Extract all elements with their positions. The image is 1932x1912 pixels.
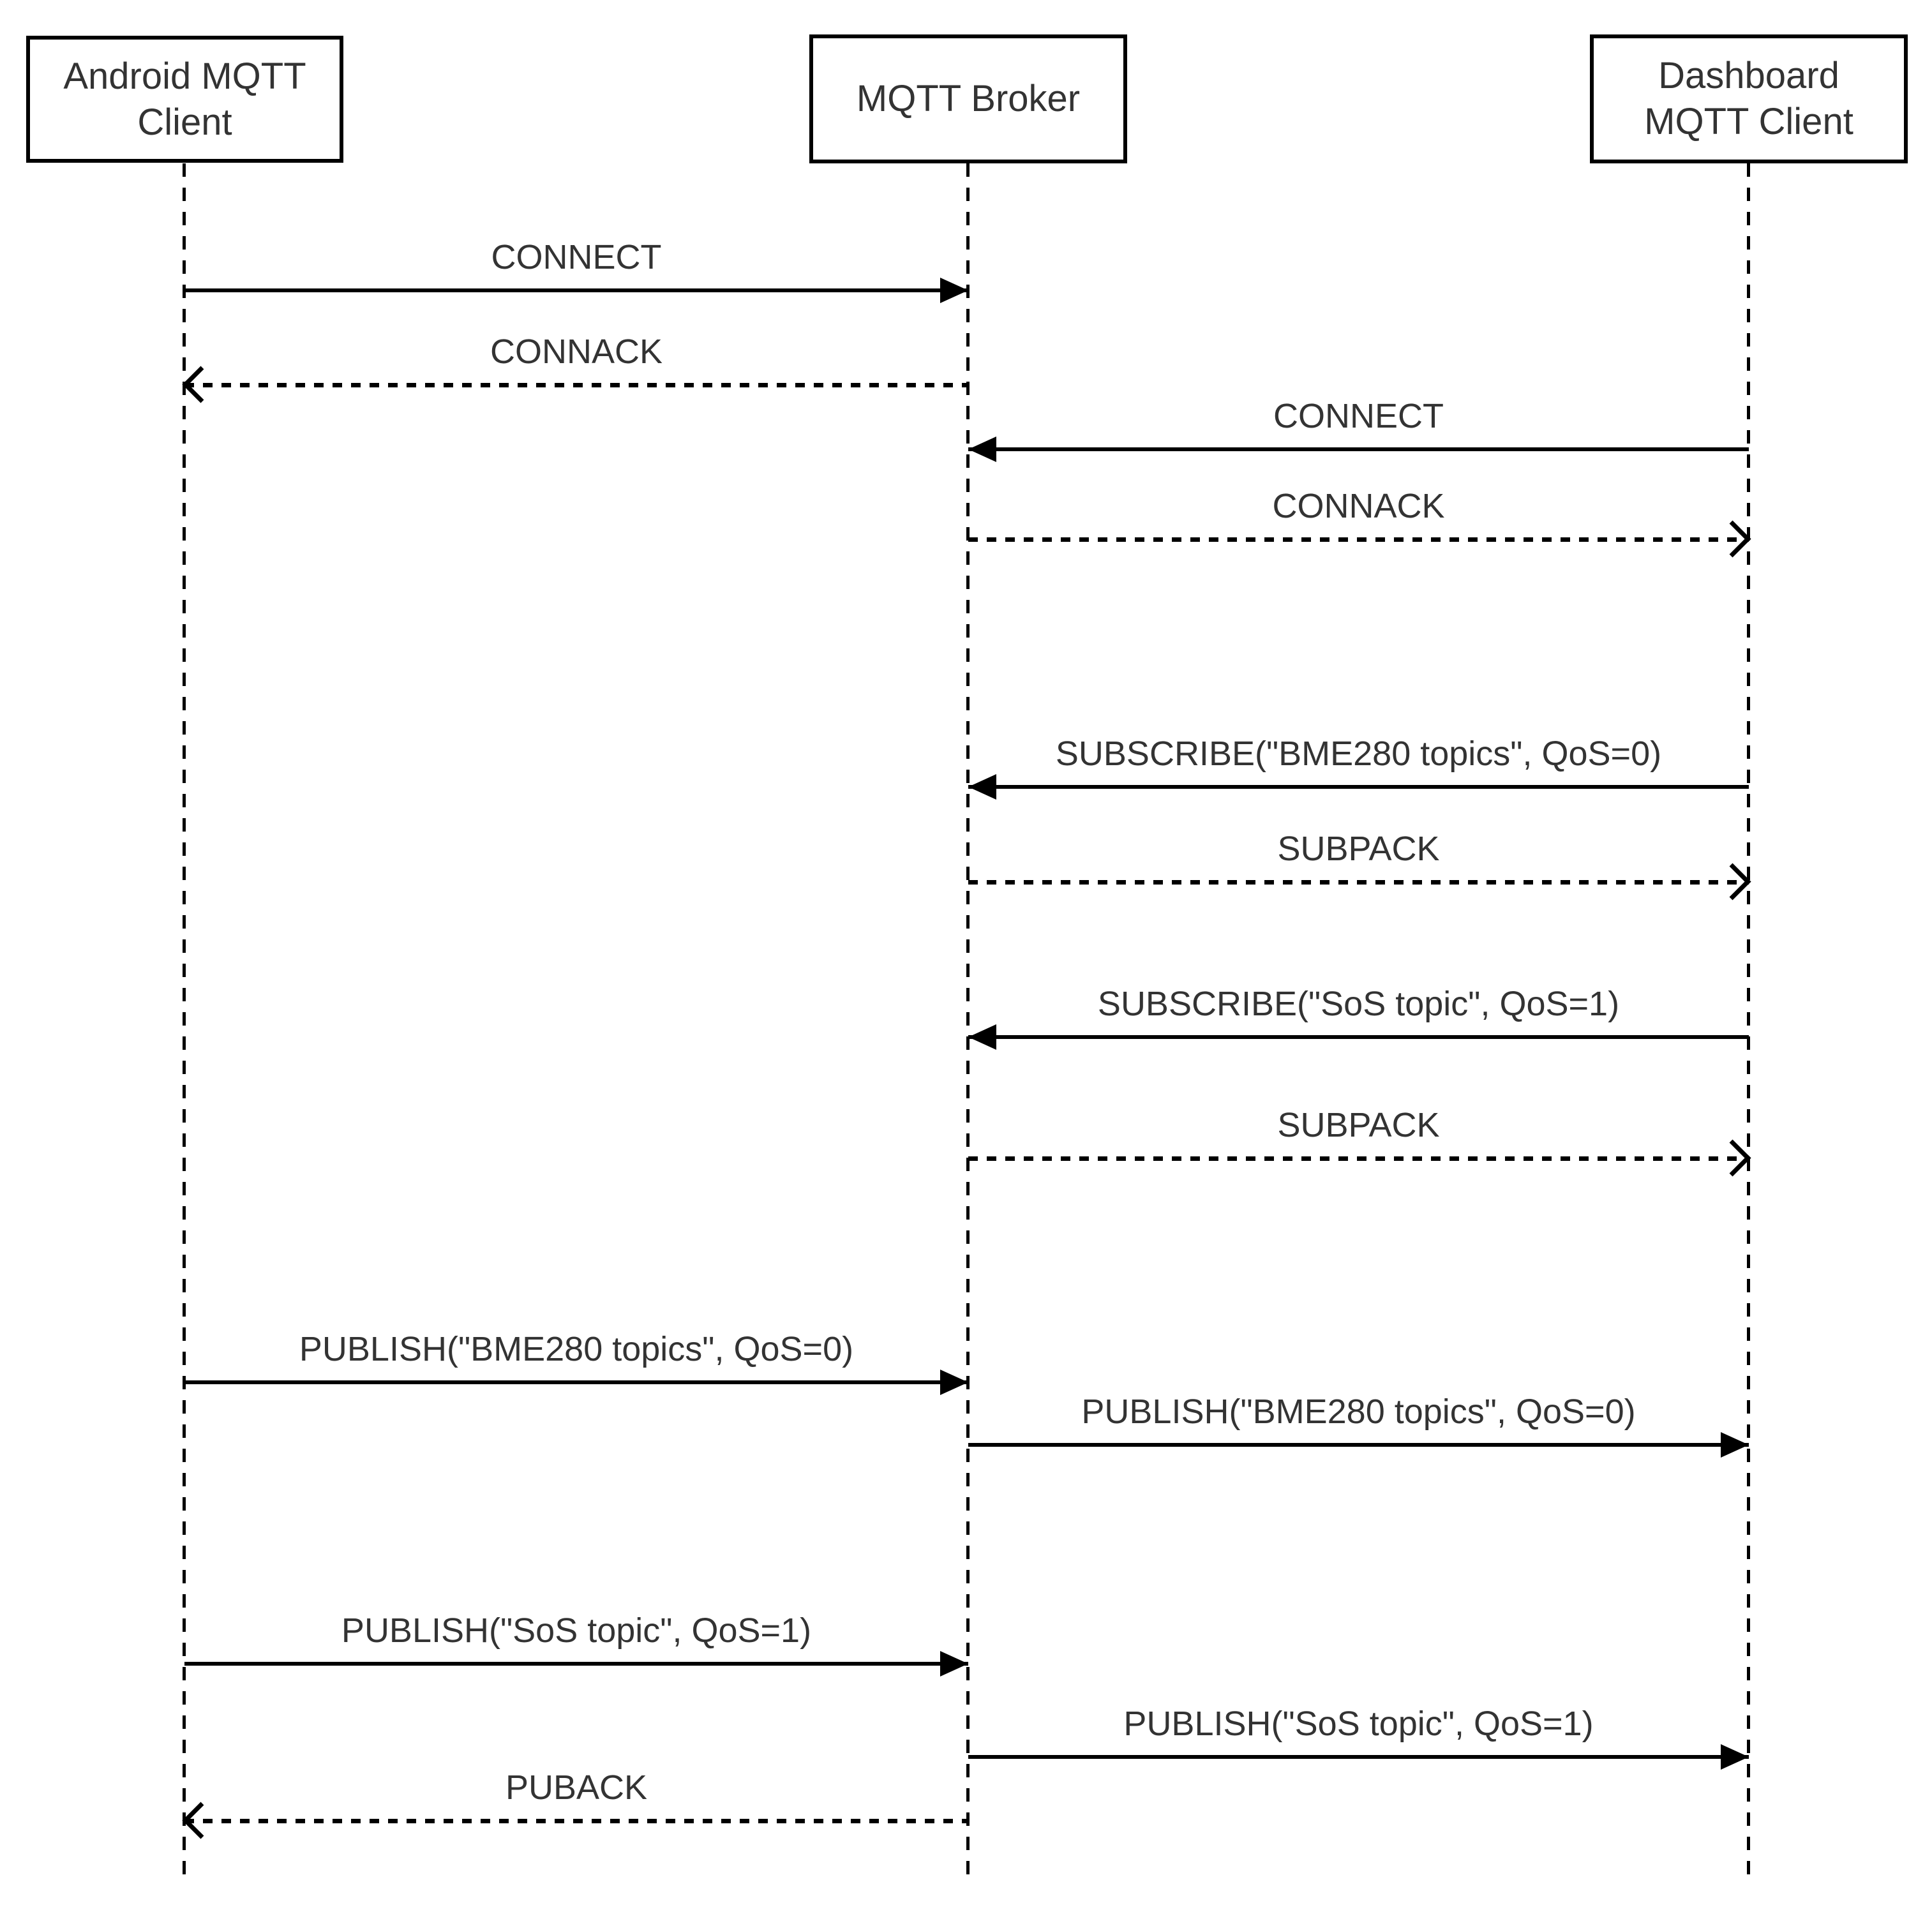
message-label: SUBPACK [1277,1106,1440,1144]
lifeline-dashboard-mqtt-client [1747,163,1750,1885]
message-label: CONNACK [1272,487,1445,525]
actor-label-android: Android MQTT Client [63,55,306,143]
lifeline-mqtt-broker [966,163,970,1885]
message-line-solid [968,785,1749,789]
message-label: PUBACK [505,1768,648,1807]
message-line-solid [968,447,1749,451]
open-arrowhead-right-icon [1714,520,1751,558]
message-label: CONNACK [490,332,663,371]
open-arrowhead-left-icon [182,1802,220,1839]
actor-box-mqtt-broker: MQTT Broker [809,34,1127,163]
actor-box-dashboard-mqtt-client: Dashboard MQTT Client [1590,34,1908,163]
message-line-dashed [968,537,1749,542]
message-line-dashed [968,1156,1749,1161]
open-arrowhead-right-icon [1714,1139,1751,1177]
message-label: PUBLISH("BME280 topics", QoS=0) [299,1330,854,1368]
actor-label-broker: MQTT Broker [856,78,1081,119]
message-label: PUBLISH("SoS topic", QoS=1) [341,1611,812,1650]
open-arrowhead-left-icon [182,366,220,403]
message-label: SUBSCRIBE("BME280 topics", QoS=0) [1055,735,1662,773]
filled-arrowhead-right-icon [940,1370,968,1395]
filled-arrowhead-right-icon [940,1651,968,1677]
message-label: CONNECT [491,238,662,276]
message-line-dashed [968,880,1749,885]
actor-label-dashboard: Dashboard MQTT Client [1644,55,1853,142]
lifeline-android-mqtt-client [183,163,186,1885]
message-line-solid [968,1035,1749,1039]
filled-arrowhead-right-icon [1721,1432,1749,1458]
message-line-solid [184,288,968,292]
message-label: PUBLISH("BME280 topics", QoS=0) [1081,1393,1636,1431]
filled-arrowhead-right-icon [940,278,968,303]
message-line-dashed [184,383,968,387]
filled-arrowhead-left-icon [968,1024,996,1050]
open-arrowhead-right-icon [1714,863,1751,900]
filled-arrowhead-right-icon [1721,1744,1749,1770]
filled-arrowhead-left-icon [968,437,996,462]
message-line-solid [968,1443,1749,1447]
message-label: CONNECT [1273,397,1444,435]
message-label: PUBLISH("SoS topic", QoS=1) [1123,1705,1594,1743]
message-line-solid [184,1662,968,1666]
message-line-solid [184,1380,968,1384]
message-label: SUBSCRIBE("SoS topic", QoS=1) [1097,985,1620,1023]
message-label: SUBPACK [1277,830,1440,868]
filled-arrowhead-left-icon [968,774,996,800]
message-line-dashed [184,1819,968,1823]
actor-box-android-mqtt-client: Android MQTT Client [26,36,343,163]
message-line-solid [968,1755,1749,1759]
